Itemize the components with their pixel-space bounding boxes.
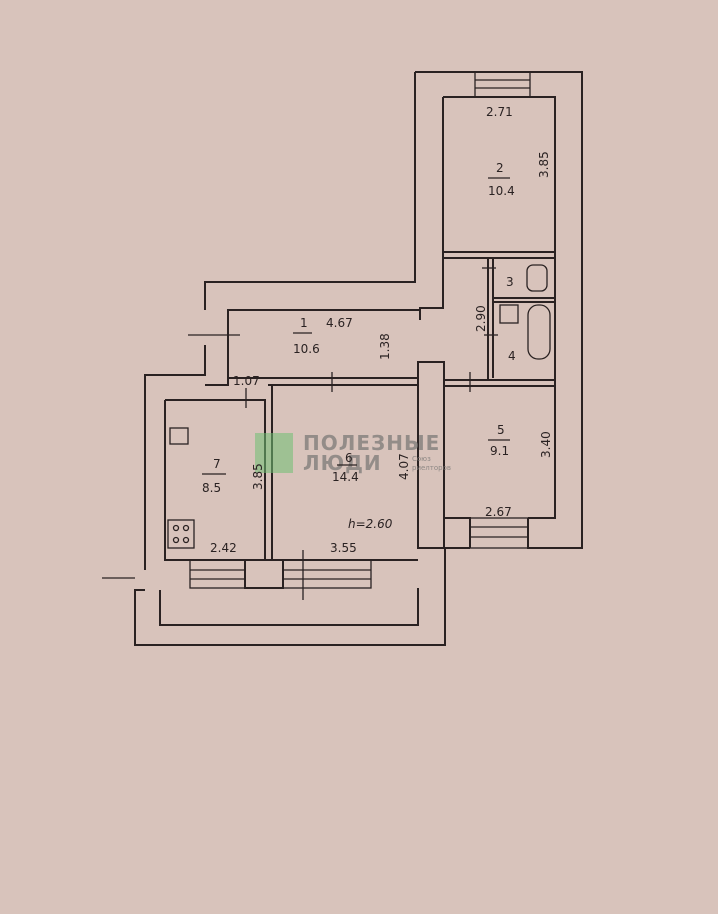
room-6-area: 14.4 <box>332 470 359 484</box>
dimension-room7-length: 3.85 <box>251 463 265 490</box>
dimension-sub1: Союз <box>412 455 431 463</box>
sink-icon <box>169 427 189 445</box>
room-labels: 1 10.6 2 10.4 3 4 5 9.1 6 14.4 7 8.5 2.7… <box>202 105 553 555</box>
window-room2 <box>474 71 531 98</box>
walls <box>102 71 583 646</box>
dimension-passage: 1.07 <box>233 374 260 388</box>
dimension-room5-length: 3.40 <box>539 431 553 458</box>
washbasin-icon <box>499 304 519 324</box>
dimension-sub2: риелторов <box>412 464 451 472</box>
dimension-room2-width: 2.71 <box>486 105 513 119</box>
room-2-area: 10.4 <box>488 184 515 198</box>
dimension-line2: ЛЮДИ <box>303 451 382 475</box>
room-2-number: 2 <box>496 161 504 175</box>
dimension-bath-length: 2.90 <box>474 305 488 332</box>
dimension-room1-width: 4.67 <box>326 316 353 330</box>
dimension-room2-length: 3.85 <box>537 151 551 178</box>
room-1-area: 10.6 <box>293 342 320 356</box>
room-4-number: 4 <box>508 349 516 363</box>
dimension-room7-width: 2.42 <box>210 541 237 555</box>
ceiling-height: h=2.60 <box>348 517 393 531</box>
room-3-number: 3 <box>506 275 514 289</box>
toilet-icon <box>526 264 548 292</box>
dimension-room6-width: 3.55 <box>330 541 357 555</box>
dimension-room1-depth: 1.38 <box>378 333 392 360</box>
room-7-number: 7 <box>213 457 221 471</box>
dimension-line1: ПОЛЕЗНЫЕ <box>303 431 440 455</box>
room-5-number: 5 <box>497 423 505 437</box>
bathtub-icon <box>527 304 551 360</box>
room-5-area: 9.1 <box>490 444 509 458</box>
room-7-area: 8.5 <box>202 481 221 495</box>
room-1-number: 1 <box>300 316 308 330</box>
dimension-room5-width: 2.67 <box>485 505 512 519</box>
room-6-number: 6 <box>345 451 353 465</box>
dimension-room6-length: 4.07 <box>397 453 411 480</box>
stove-icon <box>167 519 195 549</box>
watermark: ПОЛЕЗНЫЕ ЛЮДИ Союз риелторов <box>255 431 451 475</box>
watermark-logo <box>255 433 293 473</box>
